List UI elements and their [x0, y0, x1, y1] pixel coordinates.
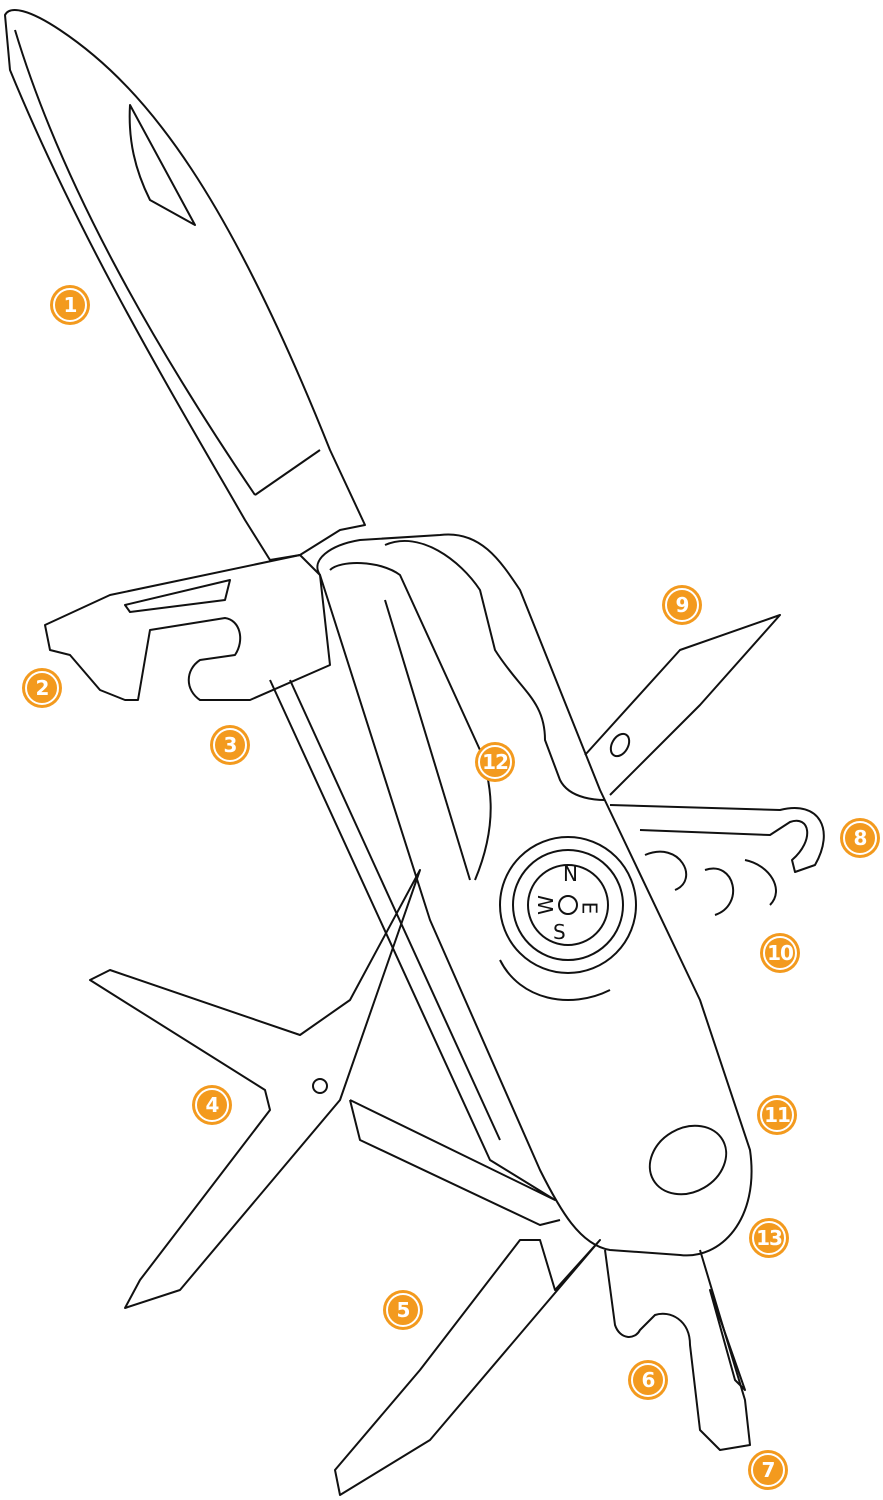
callout-12: 12: [475, 742, 515, 782]
callout-9: 9: [662, 585, 702, 625]
callout-8: 8: [840, 818, 880, 858]
callout-4: 4: [192, 1085, 232, 1125]
callout-3: 3: [210, 725, 250, 765]
callout-2: 2: [22, 668, 62, 708]
tool-6: [604, 1249, 751, 1451]
corkscrew-10: [644, 850, 777, 916]
callout-1: 1: [50, 285, 90, 325]
small-blade-5: [334, 1239, 601, 1496]
callout-11: 11: [757, 1095, 797, 1135]
callout-6: 6: [628, 1360, 668, 1400]
callout-13: 13: [749, 1218, 789, 1258]
callout-5: 5: [383, 1290, 423, 1330]
scissors: [89, 869, 421, 1309]
hook-8: [609, 804, 825, 873]
compass-n-label: N: [563, 862, 578, 886]
callout-10: 10: [760, 933, 800, 973]
can-opener: [44, 554, 331, 701]
compass-e-label: E: [577, 901, 602, 915]
handle-scale: [316, 533, 753, 1257]
main-blade: [4, 9, 366, 561]
compass-w-label: W: [533, 895, 558, 915]
callout-7: 7: [748, 1450, 788, 1490]
compass-s-label: S: [553, 920, 566, 944]
blade-9: [584, 614, 781, 796]
